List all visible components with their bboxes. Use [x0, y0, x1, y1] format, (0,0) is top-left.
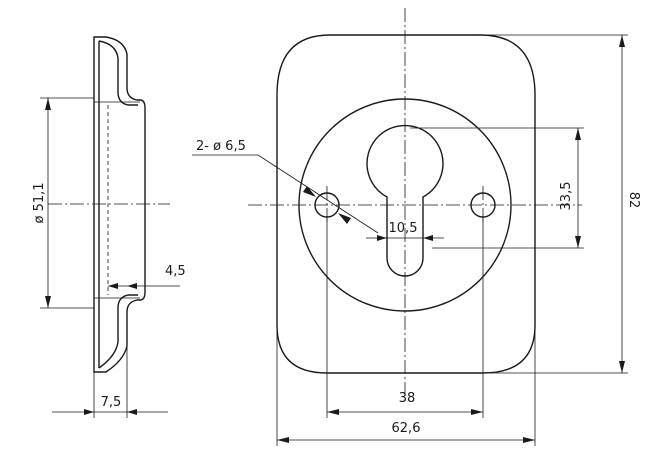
dim-width: 62,6 [392, 421, 421, 436]
side-view: ø 51,1 4,5 7,5 [32, 36, 186, 418]
dim-hole-spacing: 38 [399, 391, 416, 406]
dim-thickness: 7,5 [101, 395, 122, 410]
side-profile-outer [93, 36, 146, 373]
dim-flange-diameter: ø 51,1 [32, 182, 47, 223]
dim-height: 82 [626, 192, 641, 209]
dim-depth: 4,5 [165, 264, 186, 279]
dim-slot-width: 10,5 [389, 221, 418, 236]
dim-cylinder-height: 33,5 [559, 182, 574, 211]
front-view: 2- ø 6,5 10,5 33,5 82 38 62,6 [192, 8, 641, 446]
holes-leader [257, 154, 379, 234]
dim-holes: 2- ø 6,5 [196, 139, 246, 154]
keyhole-cutout [366, 124, 444, 277]
side-profile-inner [98, 40, 138, 369]
